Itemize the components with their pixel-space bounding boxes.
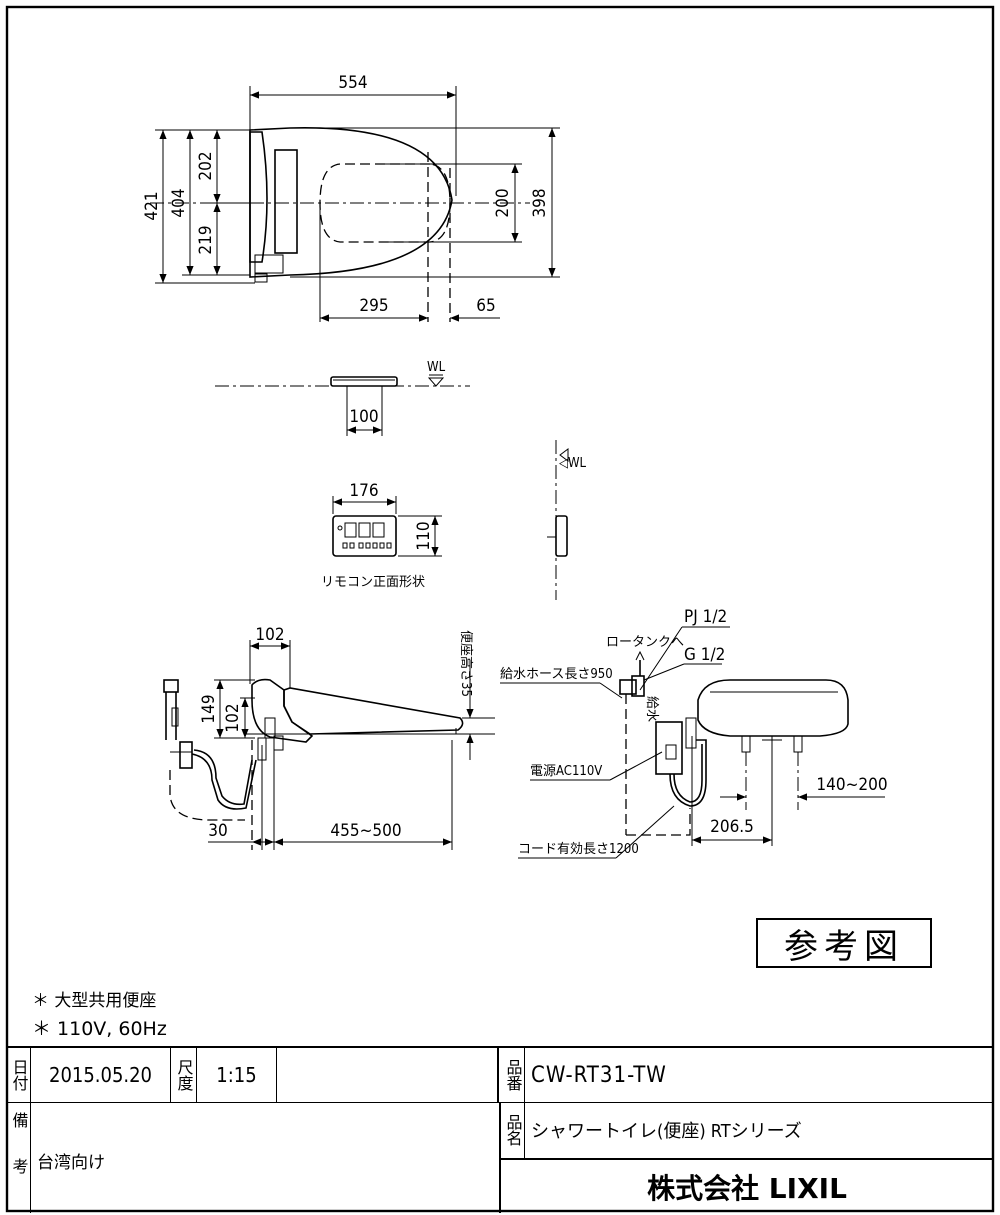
dim-30: 30	[208, 821, 227, 841]
dim-206-5: 206.5	[710, 817, 754, 837]
dim-100: 100	[349, 407, 378, 427]
label-supply-hose: 給水ホース長さ950	[500, 667, 613, 682]
wl-label-2: ◁WL	[559, 456, 587, 471]
product-name-label: 品名	[501, 1102, 525, 1158]
dim-219: 219	[196, 225, 216, 254]
dim-102: 102	[223, 703, 243, 732]
dim-102-top: 102	[255, 625, 284, 645]
dim-200: 200	[493, 188, 513, 217]
dim-398: 398	[530, 188, 550, 217]
remote-caption: リモコン正面形状	[321, 575, 425, 590]
date-label: 日付	[7, 1048, 31, 1102]
label-supply: 給水	[644, 696, 659, 722]
company-name: 株式会社 LIXIL	[647, 1171, 847, 1205]
remote-side	[555, 515, 568, 557]
wl-label-1: WL	[427, 360, 446, 375]
part-no-value: CW-RT31-TW	[531, 1062, 667, 1088]
dim-149: 149	[199, 694, 219, 723]
label-power: 電源AC110V	[530, 764, 602, 779]
wl-detail: 100 WL	[215, 360, 470, 436]
rear-view: 140~200 206.5 PJ 1/2 ロータンクへ G 1/2 給水ホース長…	[500, 607, 888, 859]
dim-140-200: 140~200	[816, 775, 887, 795]
dim-65: 65	[476, 296, 495, 316]
dim-295: 295	[359, 296, 388, 316]
remarks-value: 台湾向け	[37, 1153, 105, 1173]
seat-height-label: 便座高さ35	[458, 630, 474, 697]
bowl-opening	[319, 163, 451, 243]
label-pj: PJ 1/2	[684, 607, 727, 627]
scale-label: 尺度	[171, 1048, 197, 1102]
product-name-value: シャワートイレ(便座) RTシリーズ	[531, 1121, 802, 1142]
reference-stamp-text: 参考図	[784, 926, 904, 967]
side-seat	[283, 687, 464, 735]
reference-stamp: 参考図	[756, 918, 932, 968]
part-no-label: 品番	[501, 1048, 525, 1102]
remote-front	[332, 515, 397, 557]
date-value: 2015.05.20	[31, 1048, 171, 1102]
note-1: ＊ 大型共用便座	[32, 991, 157, 1011]
label-g: G 1/2	[684, 645, 725, 665]
remarks-label: 備考	[7, 1102, 31, 1213]
dim-110: 110	[414, 521, 434, 550]
label-cord: コード有効長さ1200	[518, 842, 639, 857]
title-block: 日付 2015.05.20 尺度 1:15 備考 台湾向け 品番 CW-RT31…	[7, 1046, 993, 1213]
scale-value: 1:15	[197, 1048, 277, 1102]
dim-455-500: 455~500	[330, 821, 401, 841]
dim-404: 404	[169, 188, 189, 217]
seat-outline	[249, 127, 453, 278]
plan-view: 554 421 404 202 219 200 398 295 65	[142, 73, 560, 322]
label-low-tank: ロータンクへ	[606, 635, 684, 650]
dim-202: 202	[196, 151, 216, 180]
dim-421: 421	[142, 191, 162, 220]
note-2: ＊ 110V, 60Hz	[32, 1018, 167, 1040]
remote-detail: 176 110 リモコン正面形状 ◁WL	[321, 440, 587, 600]
side-view: 便座高さ35 102 149 102 30 455~500	[163, 625, 495, 850]
dim-554: 554	[338, 73, 367, 93]
dim-176: 176	[349, 481, 378, 501]
rear-body	[697, 679, 849, 737]
